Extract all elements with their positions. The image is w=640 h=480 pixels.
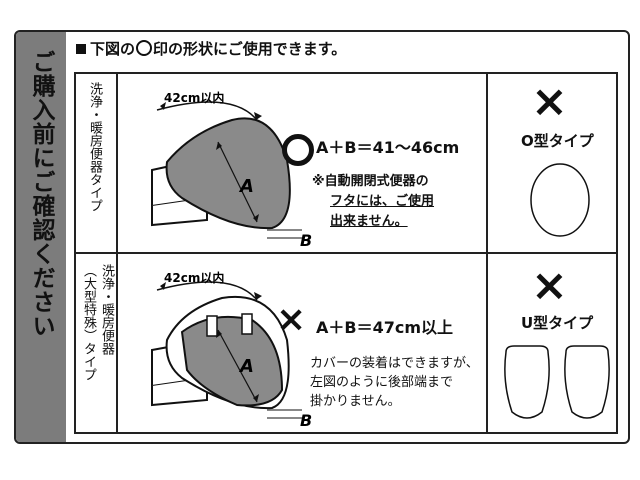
side-banner-text: ご購入前にご確認ください — [28, 50, 54, 338]
circle-mark-icon — [136, 40, 153, 56]
row2-type-name: U型タイプ — [521, 314, 594, 332]
row2-note-line: 掛かりません。 — [310, 394, 401, 409]
square-bullet-icon — [76, 44, 86, 54]
compatibility-table: 洗浄・暖房便器タイプ 42cm以内 A B A＋B＝41～46cm ※自動開閉式… — [74, 72, 618, 434]
header-prefix: 下図の — [90, 40, 136, 58]
row1-label-a: A — [238, 176, 254, 197]
row2-note: カバーの装着はできますが、 左図のように後部端まで 掛かりません。 — [310, 354, 479, 411]
cross-mark-icon: × — [531, 260, 568, 311]
header-suffix: 印の形状にご使用できます。 — [153, 40, 347, 58]
row2-label-b: B — [300, 411, 312, 430]
circle-ok-icon — [282, 134, 314, 166]
toilet-diagram-2: 42cm以内 A B — [151, 270, 312, 430]
cross-mark-icon: × — [531, 76, 568, 127]
row1-label-b: B — [300, 231, 312, 250]
row2-formula: A＋B＝47cm以上 — [316, 318, 454, 337]
row2-note-line: 左図のように後部端まで — [310, 375, 454, 390]
row2-label-sub: （大型特殊）タイプ — [81, 264, 96, 381]
row1-type-name: O型タイプ — [521, 132, 594, 150]
row1-dim-label: 42cm以内 — [164, 90, 224, 105]
row2-note-line: カバーの装着はできますが、 — [310, 356, 479, 371]
row1-formula: A＋B＝41～46cm — [316, 138, 460, 157]
cross-mark-icon: × — [276, 299, 307, 340]
side-banner: ご購入前にご確認ください — [16, 32, 66, 442]
row1-note: ※自動開閉式便器の フタには、ご使用 出来ません。 — [312, 172, 434, 232]
o-type-seat-icon — [530, 163, 590, 237]
u-type-seat-icon — [504, 345, 610, 419]
header: 下図の印の形状にご使用できます。 — [76, 38, 346, 59]
toilet-diagram-1: 42cm以内 A B — [151, 90, 312, 250]
row1-label: 洗浄・暖房便器タイプ — [87, 82, 102, 212]
row1-note-line: ※自動開閉式便器の — [312, 174, 429, 189]
row2-dim-label: 42cm以内 — [164, 270, 224, 285]
row1-note-line: 出来ません。 — [330, 214, 408, 229]
row2-label-a: A — [238, 356, 254, 377]
divider — [76, 252, 616, 254]
row2-label-main: 洗浄・暖房便器 — [99, 264, 114, 355]
row1-note-line: フタには、ご使用 — [330, 194, 435, 209]
notice-panel: ご購入前にご確認ください 下図の印の形状にご使用できます。 洗浄・暖房便器タイプ… — [14, 30, 630, 444]
